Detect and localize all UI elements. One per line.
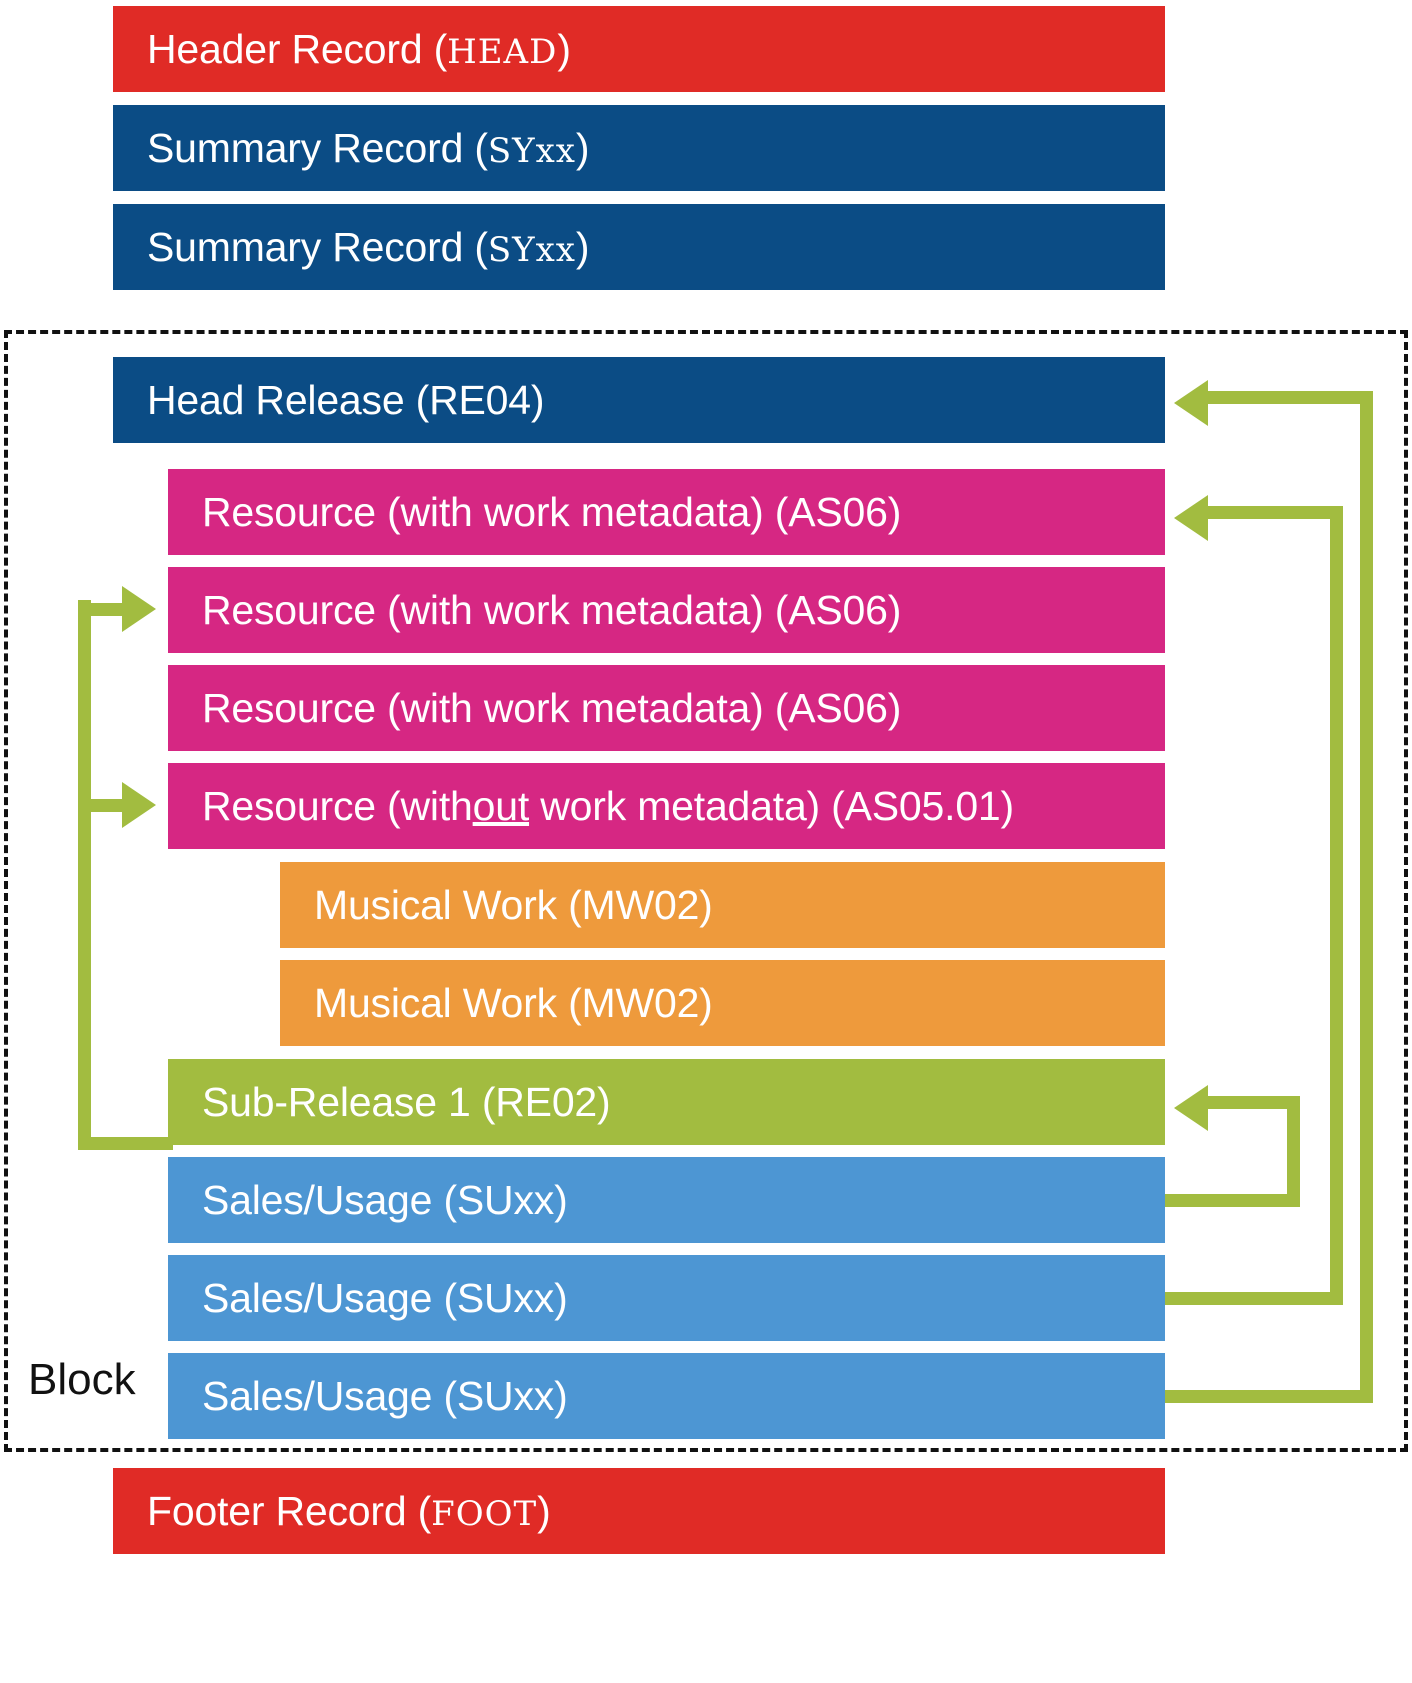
record-bar-musical-work-1: Musical Work (MW02) [280, 862, 1165, 948]
record-label-summary-2: Summary Record (SYxx) [147, 223, 590, 270]
record-bar-summary-1: Summary Record (SYxx) [113, 105, 1165, 191]
connector-arrow-into-as06-2-icon [122, 586, 156, 632]
connector-su1-enter-horizontal [1208, 1096, 1300, 1109]
connector-arrow-into-head-release-icon [1174, 380, 1208, 426]
connector-su1-vertical [1287, 1096, 1300, 1207]
connector-su1-exit-horizontal [1165, 1194, 1300, 1207]
connector-su2-enter-horizontal [1208, 506, 1343, 519]
record-bar-sub-release: Sub-Release 1 (RE02) [168, 1059, 1165, 1145]
record-label-footer: Footer Record (FOOT) [147, 1487, 551, 1534]
record-label-sales-usage-1: Sales/Usage (SUxx) [202, 1176, 568, 1223]
connector-su3-enter-horizontal [1208, 391, 1373, 404]
record-label-resource-as06-3: Resource (with work metadata) (AS06) [202, 684, 902, 731]
record-bar-sales-usage-2: Sales/Usage (SUxx) [168, 1255, 1165, 1341]
record-bar-sales-usage-3: Sales/Usage (SUxx) [168, 1353, 1165, 1439]
record-label-resource-as06-2: Resource (with work metadata) (AS06) [202, 586, 902, 633]
connector-left-trunk-vertical [78, 600, 91, 1150]
record-label-head-release: Head Release (RE04) [147, 376, 545, 423]
record-bar-footer: Footer Record (FOOT) [113, 1468, 1165, 1554]
block-label: Block [28, 1355, 136, 1404]
record-bar-resource-as05: Resource (without work metadata) (AS05.0… [168, 763, 1165, 849]
connector-left-branch-as06-2 [78, 603, 126, 616]
record-label-sales-usage-3: Sales/Usage (SUxx) [202, 1372, 568, 1419]
connector-su3-exit-horizontal [1165, 1390, 1373, 1403]
block-container [4, 330, 1408, 1452]
connector-arrow-into-as06-1-icon [1174, 495, 1208, 541]
record-label-resource-as05: Resource (without work metadata) (AS05.0… [202, 782, 1014, 829]
record-label-musical-work-2: Musical Work (MW02) [314, 979, 713, 1026]
record-bar-musical-work-2: Musical Work (MW02) [280, 960, 1165, 1046]
record-label-musical-work-1: Musical Work (MW02) [314, 881, 713, 928]
record-label-sub-release: Sub-Release 1 (RE02) [202, 1078, 611, 1125]
record-label-summary-1: Summary Record (SYxx) [147, 124, 590, 171]
record-bar-resource-as06-3: Resource (with work metadata) (AS06) [168, 665, 1165, 751]
record-bar-summary-2: Summary Record (SYxx) [113, 204, 1165, 290]
record-label-header: Header Record (HEAD) [147, 25, 571, 72]
record-bar-resource-as06-1: Resource (with work metadata) (AS06) [168, 469, 1165, 555]
connector-su2-exit-horizontal [1165, 1292, 1343, 1305]
record-label-sales-usage-2: Sales/Usage (SUxx) [202, 1274, 568, 1321]
record-label-resource-as06-1: Resource (with work metadata) (AS06) [202, 488, 902, 535]
record-bar-header: Header Record (HEAD) [113, 6, 1165, 92]
connector-su2-vertical [1330, 506, 1343, 1305]
connector-arrow-into-sub-release-icon [1174, 1085, 1208, 1131]
connector-su3-vertical [1360, 391, 1373, 1403]
connector-arrow-into-as05-icon [122, 782, 156, 828]
record-bar-head-release: Head Release (RE04) [113, 357, 1165, 443]
record-bar-resource-as06-2: Resource (with work metadata) (AS06) [168, 567, 1165, 653]
connector-left-branch-as05 [78, 799, 126, 812]
connector-left-trunk-to-subrelease [78, 1137, 173, 1150]
record-bar-sales-usage-1: Sales/Usage (SUxx) [168, 1157, 1165, 1243]
